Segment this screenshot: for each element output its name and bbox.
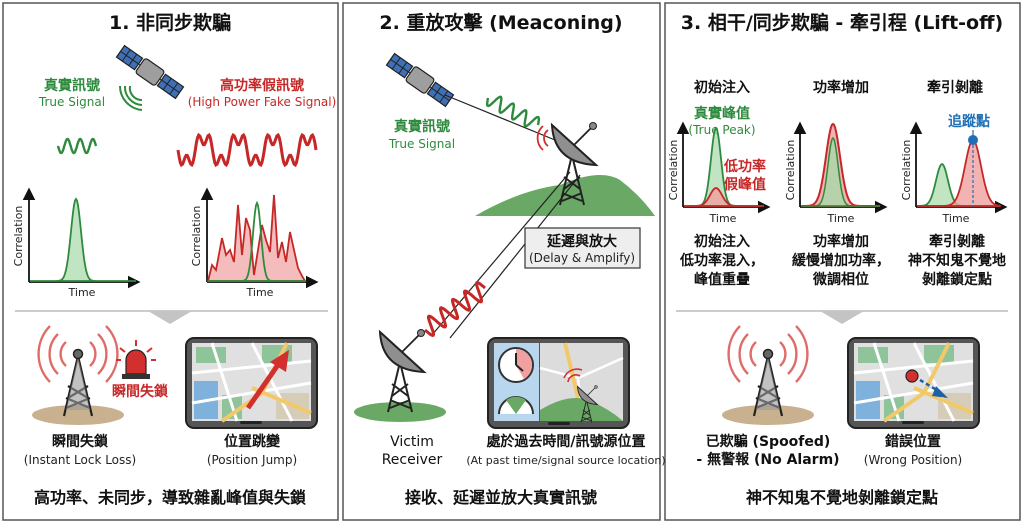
stage-caption-title: 功率增加 (813, 233, 869, 250)
delay-box-label: 延遲與放大 (546, 233, 617, 250)
arrow-down-icon (148, 311, 192, 324)
y-axis-label: Correlation (667, 140, 680, 201)
fake-peak-label: 假峰值 (724, 176, 766, 193)
stage-chart-initial: Correlation Time (667, 121, 771, 225)
stage-caption: 低功率混入， (679, 252, 764, 269)
result-lock-loss: 瞬間失鎖 (52, 433, 109, 450)
tablet-past-location-icon (487, 337, 630, 429)
true-signal-wave (486, 95, 540, 128)
result-wrong-position: 錯誤位置 (885, 433, 941, 450)
true-signal-label-en: True Signal (388, 137, 455, 151)
y-axis-label: Correlation (900, 140, 913, 201)
panel-coherent-spoofing (664, 2, 1021, 521)
panel2-summary: 接收、延遲並放大真實訊號 (405, 488, 597, 507)
ground (722, 405, 814, 425)
delay-box-label-en: (Delay & Amplify) (529, 251, 635, 265)
x-axis-label: Time (709, 212, 737, 225)
x-axis-label: Time (68, 286, 96, 299)
correlation-chart-true: Correlation Time (12, 187, 141, 299)
result-past-location: 處於過去時間/訊號源位置 (486, 433, 645, 450)
x-axis-label: Time (942, 212, 970, 225)
arrow-down-icon (820, 311, 864, 324)
signal-waves-icon (536, 125, 549, 151)
relay-line (449, 174, 581, 339)
delay-amplify-box (524, 227, 641, 269)
fake-signal-label-en: (High Power Fake Signal) (188, 95, 337, 109)
stage-caption: 微調相位 (812, 271, 869, 288)
ground (32, 405, 124, 425)
stage-caption: 神不知鬼不覺地 (908, 252, 1006, 269)
fake-signal-label: 高功率假訊號 (220, 77, 304, 94)
tracking-point-marker (968, 135, 978, 145)
result-position-jump-en: (Position Jump) (207, 453, 297, 467)
stage-heading: 牽引剝離 (927, 79, 983, 96)
x-axis-label: Time (246, 286, 274, 299)
receiver-label: Receiver (382, 452, 443, 468)
stage-caption: 緩慢增加功率， (792, 252, 890, 269)
true-signal-label: 真實訊號 (394, 118, 450, 135)
stage-chart-power-increase: Correlation Time (784, 121, 888, 225)
panel1-summary: 高功率、未同步，導致雜亂峰值與失鎖 (34, 488, 307, 507)
alarm-light-icon (116, 340, 156, 379)
signal-waves-icon (118, 85, 143, 111)
correlation-chart-fake: Correlation Time (190, 187, 319, 299)
result-wrong-position-en: (Wrong Position) (864, 453, 962, 467)
panel3-summary: 神不知鬼不覺地剝離鎖定點 (746, 488, 938, 507)
stage-heading: 初始注入 (694, 79, 750, 96)
amplified-signal-wave (424, 281, 486, 337)
stage-caption-title: 牽引剝離 (929, 233, 985, 250)
true-signal-wave (56, 137, 98, 155)
stage-caption-title: 初始注入 (694, 233, 750, 250)
alarm-label: 瞬間失鎖 (112, 383, 169, 400)
result-no-alarm: - 無警報 (No Alarm) (696, 451, 839, 468)
result-lock-loss-en: (Instant Lock Loss) (24, 453, 136, 467)
tracking-point-label: 追蹤點 (948, 113, 990, 130)
stage-caption: 剝離鎖定點 (922, 271, 992, 288)
ground (354, 402, 446, 422)
stage-chart-lift-off: Correlation Time (900, 121, 1008, 225)
hill (475, 175, 655, 216)
panel2-title: 2. 重放攻擊 (Meaconing) (379, 11, 622, 34)
y-axis-label: Correlation (784, 140, 797, 201)
victim-label: Victim (390, 434, 434, 450)
true-signal-label-en: True Signal (38, 95, 105, 109)
y-axis-label: Correlation (190, 206, 203, 267)
fake-peak-label: 低功率 (723, 158, 766, 175)
true-peak-label: 真實峰值 (694, 105, 750, 122)
clock-icon (498, 347, 534, 383)
true-peak-label-en: (True Peak) (688, 123, 755, 137)
tablet-map-icon (185, 337, 318, 429)
result-position-jump: 位置跳變 (224, 433, 281, 450)
stage-caption: 峰值重疊 (694, 271, 750, 288)
y-axis-label: Correlation (12, 206, 25, 267)
panel3-title: 3. 相干/同步欺騙 - 牽引程 (Lift-off) (681, 11, 1003, 34)
true-signal-label: 真實訊號 (44, 77, 100, 94)
x-axis-label: Time (827, 212, 855, 225)
tablet-map-icon (847, 337, 980, 429)
result-past-location-en: (At past time/signal source location) (466, 454, 665, 467)
result-spoofed: 已欺騙 (Spoofed) (706, 433, 831, 450)
panel1-title: 1. 非同步欺騙 (109, 11, 231, 34)
fake-signal-wave (176, 132, 318, 168)
signal-path (444, 94, 556, 141)
gauge-icon (498, 396, 534, 415)
stage-heading: 功率增加 (813, 79, 869, 96)
